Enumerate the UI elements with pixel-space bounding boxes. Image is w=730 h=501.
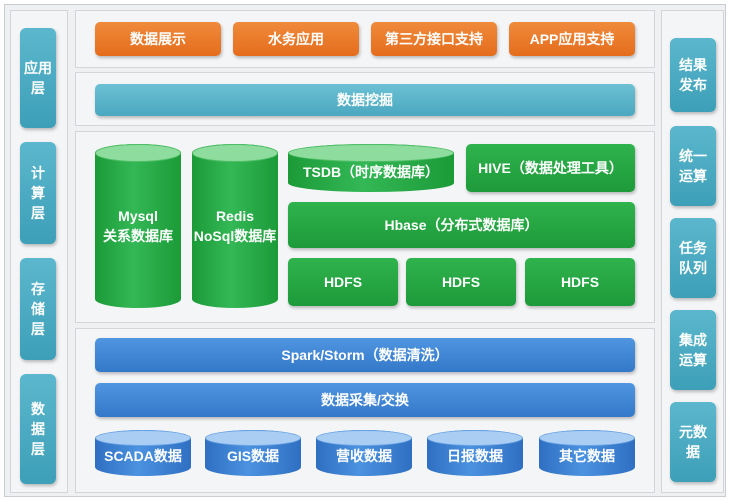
mysql-cylinder: Mysql 关系数据库 xyxy=(95,144,181,308)
source-cylinder-revenue: 营收数据 xyxy=(316,430,412,476)
source-label-revenue: 营收数据 xyxy=(336,448,392,464)
hbase-bar: Hbase（分布式数据库） xyxy=(288,202,635,248)
func-tab-integrated-compute: 集成 运算 xyxy=(670,310,716,390)
layer-tab-compute: 计 算 层 xyxy=(20,142,56,244)
source-label-daily: 日报数据 xyxy=(447,448,503,464)
layer-tab-storage: 存 储 层 xyxy=(20,258,56,360)
redis-sublabel: NoSql数据库 xyxy=(193,228,277,244)
tsdb-label: TSDB（时序数据库） xyxy=(302,164,440,180)
app-box-app-support: APP应用支持 xyxy=(509,22,635,56)
hive-box: HIVE（数据处理工具） xyxy=(466,144,635,192)
func-tab-metadata: 元数 据 xyxy=(670,402,716,482)
func-tab-result-publish: 结果 发布 xyxy=(670,38,716,112)
source-label-other: 其它数据 xyxy=(559,448,615,464)
mysql-label: Mysql xyxy=(118,208,158,224)
app-box-third-party-api: 第三方接口支持 xyxy=(371,22,497,56)
source-cylinder-daily: 日报数据 xyxy=(427,430,523,476)
app-box-data-display: 数据展示 xyxy=(95,22,221,56)
data-collect-bar: 数据采集/交换 xyxy=(95,383,635,417)
func-tab-task-queue: 任务 队列 xyxy=(670,218,716,298)
source-label-scada: SCADA数据 xyxy=(104,448,182,464)
tsdb-cylinder: TSDB（时序数据库） xyxy=(288,144,454,192)
source-cylinder-gis: GIS数据 xyxy=(205,430,301,476)
redis-label: Redis xyxy=(215,208,255,224)
layer-tab-data: 数 据 层 xyxy=(20,374,56,484)
layer-tab-application: 应用 层 xyxy=(20,28,56,128)
source-cylinder-other: 其它数据 xyxy=(539,430,635,476)
mysql-sublabel: 关系数据库 xyxy=(103,228,173,244)
redis-cylinder: Redis NoSql数据库 xyxy=(192,144,278,308)
hdfs-box-3: HDFS xyxy=(525,258,635,306)
app-box-water-app: 水务应用 xyxy=(233,22,359,56)
hdfs-box-1: HDFS xyxy=(288,258,398,306)
source-label-gis: GIS数据 xyxy=(226,448,280,464)
hdfs-box-2: HDFS xyxy=(406,258,516,306)
source-cylinder-scada: SCADA数据 xyxy=(95,430,191,476)
spark-storm-bar: Spark/Storm（数据清洗） xyxy=(95,338,635,372)
data-mining-bar: 数据挖掘 xyxy=(95,84,635,116)
func-tab-unified-compute: 统一 运算 xyxy=(670,126,716,206)
